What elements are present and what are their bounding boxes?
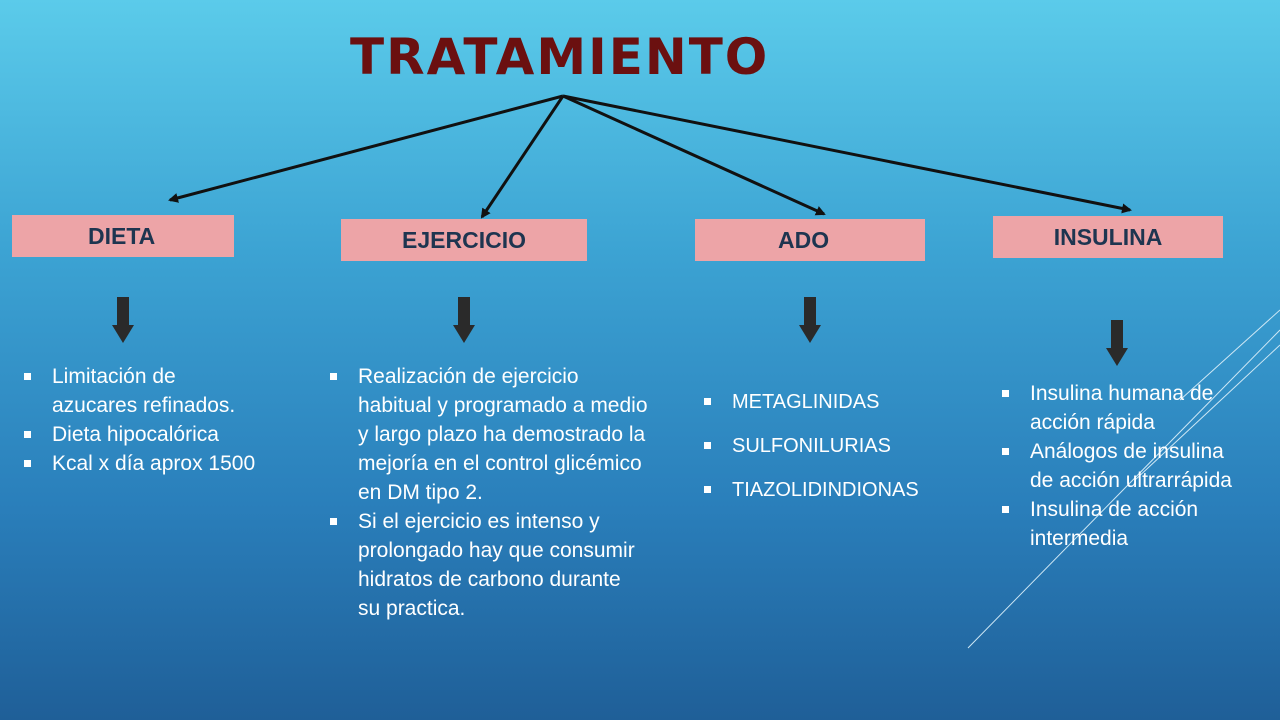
- category-label: INSULINA: [1053, 223, 1163, 250]
- ado-list: METAGLINIDAS SULFONILURIAS TIAZOLIDINDIO…: [702, 380, 982, 512]
- list-item: Dieta hipocalórica: [22, 420, 262, 449]
- connector-to-ejercicio: [480, 95, 565, 219]
- dieta-list: Limitación de azucares refinados. Dieta …: [22, 362, 262, 478]
- list-item: Análogos de insulina de acción ultrarráp…: [1000, 437, 1240, 495]
- connector-to-ado: [562, 94, 826, 216]
- list-item: Si el ejercicio es intenso y prolongado …: [328, 507, 648, 623]
- list-item: SULFONILURIAS: [702, 424, 982, 468]
- list-item: Insulina de acción intermedia: [1000, 495, 1240, 553]
- insulina-list: Insulina humana de acción rápida Análogo…: [1000, 379, 1240, 553]
- down-arrow-icon: [112, 297, 134, 343]
- down-arrow-icon: [453, 297, 475, 343]
- list-item: Kcal x día aprox 1500: [22, 449, 262, 478]
- diagram-title: TRATAMIENTO: [350, 28, 770, 86]
- list-item: Realización de ejercicio habitual y prog…: [328, 362, 648, 507]
- category-label: ADO: [778, 226, 830, 253]
- list-item: METAGLINIDAS: [702, 380, 982, 424]
- category-box-dieta: DIETA: [12, 215, 234, 257]
- down-arrow-icon: [1106, 320, 1128, 366]
- list-item: Insulina humana de acción rápida: [1000, 379, 1240, 437]
- category-label: EJERCICIO: [402, 226, 526, 253]
- connector-to-insulina: [562, 94, 1132, 214]
- down-arrow-icon: [799, 297, 821, 343]
- list-item: Limitación de azucares refinados.: [22, 362, 262, 420]
- ejercicio-list: Realización de ejercicio habitual y prog…: [328, 362, 648, 623]
- list-item: TIAZOLIDINDIONAS: [702, 468, 982, 512]
- category-box-insulina: INSULINA: [993, 216, 1223, 258]
- connector-to-dieta: [168, 94, 564, 203]
- category-box-ejercicio: EJERCICIO: [341, 219, 587, 261]
- category-label: DIETA: [88, 222, 156, 249]
- category-box-ado: ADO: [695, 219, 925, 261]
